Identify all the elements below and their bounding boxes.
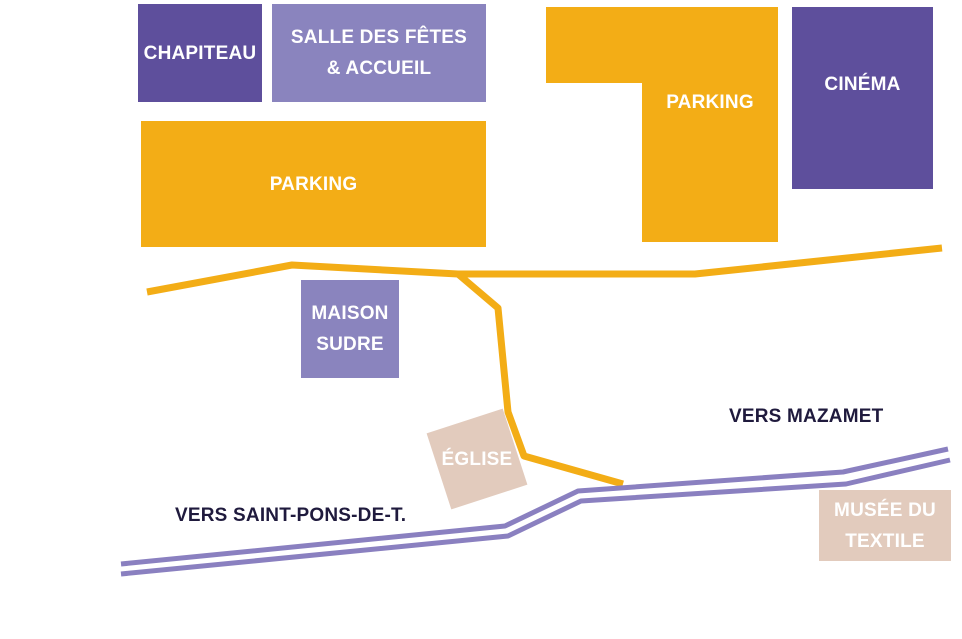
musee-du-textile-building: MUSÉE DU TEXTILE: [819, 490, 951, 561]
salle-des-fetes-building: SALLE DES FÊTES & ACCUEIL: [272, 4, 486, 102]
yellow-path-to-eglise: [455, 271, 624, 488]
vers-saint-pons-label: VERS SAINT-PONS-DE-T.: [175, 505, 407, 526]
musee-du-textile-label: MUSÉE DU TEXTILE: [834, 499, 936, 552]
eglise-label-box: ÉGLISE: [430, 444, 524, 474]
parking-right-label-box: PARKING: [642, 83, 778, 121]
maison-sudre-label: MAISON SUDRE: [311, 303, 389, 355]
parking-left-area: PARKING: [141, 121, 486, 247]
road-vers-mazamet-upper: [120, 446, 949, 567]
chapiteau-label: CHAPITEAU: [143, 42, 257, 64]
eglise-label: ÉGLISE: [441, 448, 513, 470]
maison-sudre-building: MAISON SUDRE: [301, 280, 399, 378]
parking-left-label: PARKING: [269, 173, 358, 195]
parking-right-label: PARKING: [666, 91, 754, 113]
cinema-building: CINÉMA: [792, 7, 933, 189]
cinema-label: CINÉMA: [824, 73, 901, 95]
chapiteau-building: CHAPITEAU: [138, 4, 262, 102]
main-yellow-road: [146, 244, 943, 296]
road-vers-mazamet-lower: [120, 457, 951, 577]
salle-des-fetes-label: SALLE DES FÊTES & ACCUEIL: [290, 27, 468, 79]
parking-right-shape: [546, 7, 778, 242]
vers-mazamet-label: VERS MAZAMET: [729, 406, 884, 427]
